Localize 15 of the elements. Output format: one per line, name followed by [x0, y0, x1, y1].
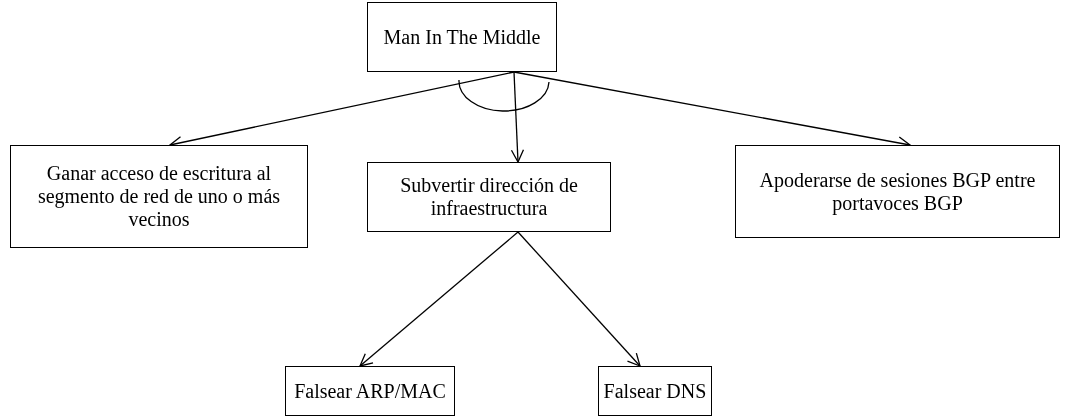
node-label: Falsear DNS	[603, 379, 707, 403]
process-box	[598, 366, 712, 416]
process-box	[10, 145, 308, 248]
node-label: Ganar acceso de escritura al segmento de red de uno o más vecinos	[36, 162, 282, 231]
node-label: Man In The Middle	[383, 25, 541, 49]
process-box	[735, 145, 1060, 238]
node-label: Subvertir dirección de infraestructura	[399, 174, 579, 220]
node-label: Falsear ARP/MAC	[294, 379, 446, 403]
node-label: Apoderarse de sesiones BGP entre portavoces BGP	[758, 168, 1037, 215]
process-box	[367, 162, 611, 232]
arrow	[359, 231, 519, 367]
arrow	[510, 71, 525, 163]
process-box	[285, 366, 455, 416]
arrow	[517, 231, 641, 367]
process-box	[367, 2, 557, 72]
